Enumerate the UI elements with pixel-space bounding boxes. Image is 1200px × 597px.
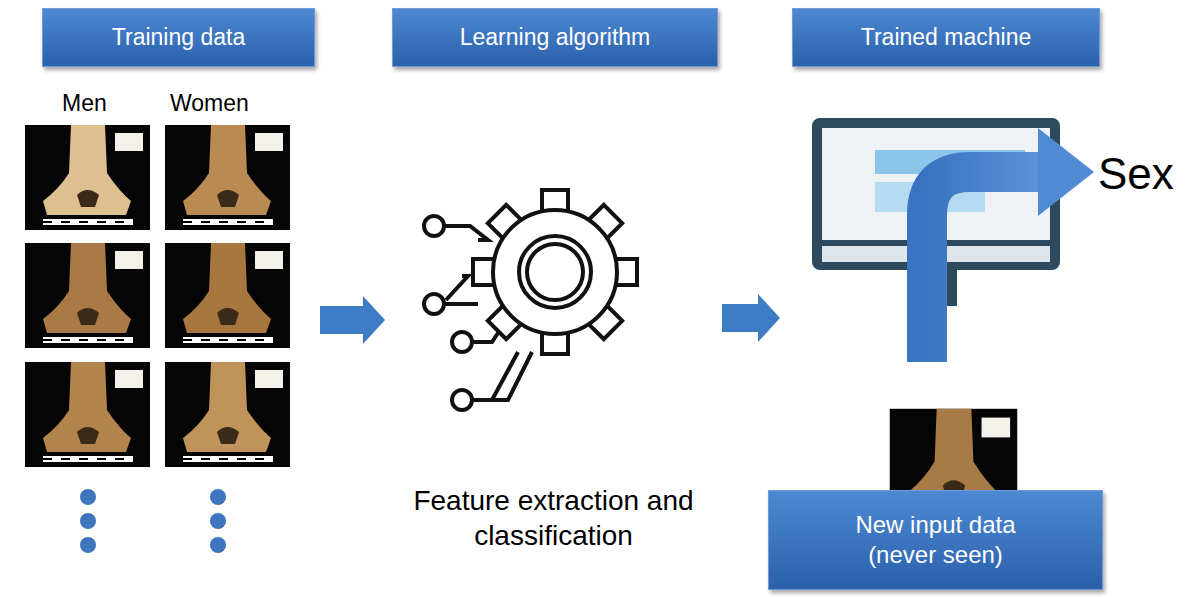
node-circle — [424, 294, 444, 314]
training-set: Men Women — [20, 85, 320, 555]
dot — [80, 513, 96, 529]
gear-icon — [473, 190, 637, 354]
wire — [492, 352, 532, 400]
bone-photo — [165, 243, 290, 348]
arrow-head — [1038, 128, 1094, 216]
input-box: New input data (never seen) — [768, 490, 1103, 590]
dot — [210, 489, 226, 505]
dot — [210, 513, 226, 529]
box-text: Training data — [112, 23, 245, 52]
flow-arrow — [722, 294, 780, 342]
wire — [444, 302, 478, 306]
learning-algorithm: Feature extraction and classification — [385, 195, 722, 560]
node-circle — [424, 216, 444, 236]
header-box: Trained machine — [792, 8, 1100, 67]
box-text: Trained machine — [861, 23, 1031, 52]
ellipsis-dots — [80, 489, 226, 553]
dot — [210, 537, 226, 553]
dot — [80, 489, 96, 505]
column-label: Men — [62, 89, 107, 118]
flow-arrow — [320, 296, 385, 344]
output-label: Sex — [1098, 146, 1174, 201]
arrow-body — [927, 172, 1042, 362]
node-circle — [452, 332, 472, 352]
column-label: Women — [170, 89, 249, 118]
wire — [472, 330, 500, 342]
bone-photo — [25, 243, 150, 348]
training-images — [25, 125, 290, 467]
wire — [446, 276, 468, 300]
wire — [444, 226, 488, 240]
header-box: Learning algorithm — [392, 8, 718, 67]
node-circle — [452, 390, 472, 410]
dot — [80, 537, 96, 553]
caption-text: Feature extraction and classification — [385, 483, 722, 553]
trained-machine: Sex — [780, 110, 1195, 310]
bone-photo — [165, 362, 290, 467]
gear-body — [493, 210, 617, 334]
output-arrow — [927, 128, 1094, 362]
gear-ring — [527, 244, 583, 300]
header-box: Training data — [42, 8, 315, 67]
bone-photo — [165, 125, 290, 230]
bone-photo — [25, 125, 150, 230]
bone-photo — [25, 362, 150, 467]
box-text: New input data (never seen) — [836, 510, 1036, 570]
gear-ring — [519, 236, 591, 308]
box-text: Learning algorithm — [460, 23, 651, 52]
